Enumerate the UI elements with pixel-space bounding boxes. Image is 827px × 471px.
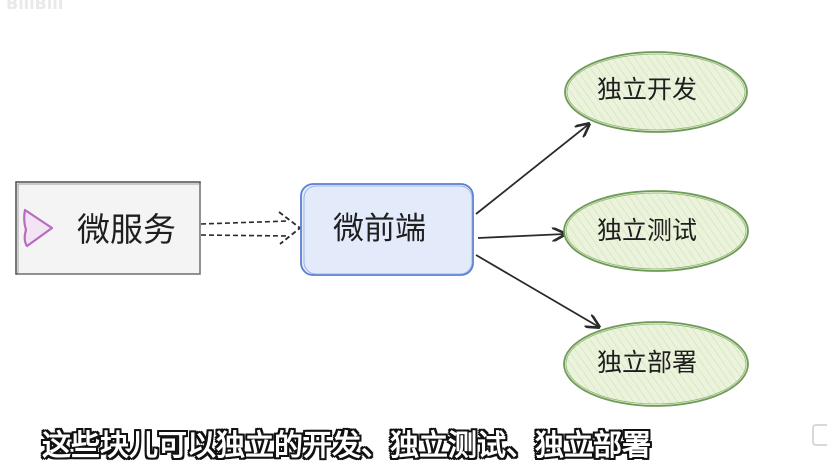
arrow-to-deploy (475, 254, 599, 327)
independent-dev-node (564, 51, 748, 133)
independent-test-label: 独立测试 (597, 216, 698, 245)
arrow-to-dev (475, 124, 589, 215)
independent-deploy-node (563, 321, 749, 407)
micro-service-label: 微服务 (77, 210, 176, 249)
independent-test-node (563, 190, 749, 272)
micro-frontend-label: 微前端 (333, 211, 426, 247)
arrow-to-test (477, 234, 565, 238)
play-icon (23, 208, 54, 248)
service-to-frontend-arrow (200, 211, 301, 245)
bilibili-watermark-logo: BiliBili (6, 0, 64, 13)
micro-frontend-node (300, 183, 474, 276)
independent-deploy-label: 独立部署 (597, 348, 698, 377)
player-control-icon[interactable] (812, 424, 827, 446)
video-subtitle: 这些块儿可以独立的开发、独立测试、独立部署 (42, 428, 652, 462)
independent-dev-label: 独立开发 (597, 75, 698, 104)
micro-service-node (15, 181, 201, 275)
